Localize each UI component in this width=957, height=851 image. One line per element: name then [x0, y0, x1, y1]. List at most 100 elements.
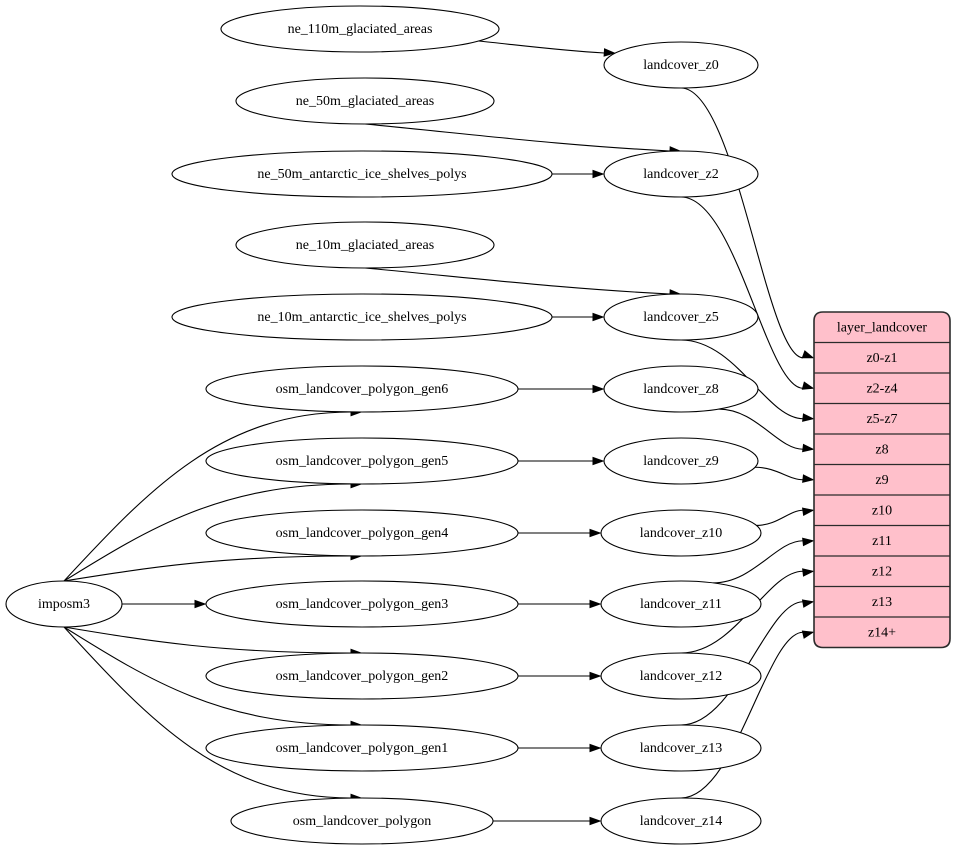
node-label: landcover_z8 [643, 382, 718, 397]
edge-imposm3-to-osm_landcover_polygon_gen4 [63, 551, 363, 582]
edge-landcover_z14-to-z14+ [680, 630, 815, 799]
edges-layer [63, 40, 815, 826]
edge-osm_landcover_polygon_gen3-to-landcover_z11 [518, 599, 602, 609]
edge-ne_110m_glaciated_areas-to-landcover_z0 [478, 40, 616, 57]
node-landcover_z0[interactable]: landcover_z0 [603, 41, 759, 89]
edge-osm_landcover_polygon_gen6-to-landcover_z8 [518, 384, 605, 394]
node-label: landcover_z2 [643, 167, 718, 182]
edge-line [712, 540, 804, 584]
edge-line [680, 87, 804, 359]
node-osm_landcover_polygon_gen1[interactable]: osm_landcover_polygon_gen1 [205, 724, 519, 772]
record-row-label: z2-z4 [866, 381, 897, 396]
node-label: osm_landcover_polygon_gen3 [276, 597, 449, 612]
edge-line [478, 40, 605, 54]
edge-arrowhead [802, 443, 815, 453]
record-table-background [814, 312, 950, 648]
node-label: osm_landcover_polygon [293, 814, 431, 829]
record-row-label: z11 [872, 534, 892, 549]
edge-ne_10m_antarctic_ice_shelves_polys-to-landcover_z5 [552, 312, 605, 322]
edge-osm_landcover_polygon_gen5-to-landcover_z9 [518, 456, 605, 466]
node-osm_landcover_polygon_gen6[interactable]: osm_landcover_polygon_gen6 [205, 365, 519, 413]
edge-arrowhead [801, 599, 815, 608]
record-row-z11[interactable]: z11 [814, 524, 950, 549]
node-landcover_z11[interactable]: landcover_z11 [600, 580, 762, 628]
record-header-label: layer_landcover [837, 320, 928, 335]
landcover-node-shape [600, 580, 762, 628]
node-label: landcover_z11 [640, 597, 722, 612]
node-label: osm_landcover_polygon_gen4 [276, 526, 449, 541]
edge-arrowhead [802, 413, 815, 422]
node-landcover_z5[interactable]: landcover_z5 [603, 293, 759, 341]
node-osm_landcover_polygon_gen5[interactable]: osm_landcover_polygon_gen5 [205, 437, 519, 485]
node-label: osm_landcover_polygon_gen5 [276, 454, 449, 469]
node-imposm3[interactable]: imposm3 [5, 580, 123, 628]
edge-line [63, 411, 352, 582]
node-osm_landcover_polygon_gen2[interactable]: osm_landcover_polygon_gen2 [205, 652, 519, 700]
landcover-node-shape [600, 509, 762, 557]
node-landcover_z10[interactable]: landcover_z10 [600, 509, 762, 557]
node-landcover_z12[interactable]: landcover_z12 [600, 652, 762, 700]
osm-table-node-shape [205, 437, 519, 485]
landcover-node-shape [603, 150, 759, 198]
edge-arrowhead [603, 48, 616, 57]
record-row-label: z13 [872, 595, 892, 610]
node-label: ne_10m_glaciated_areas [296, 238, 434, 253]
node-osm_landcover_polygon_gen4[interactable]: osm_landcover_polygon_gen4 [205, 509, 519, 557]
record-row-z12[interactable]: z12 [814, 555, 950, 579]
record-row-label: z10 [872, 503, 892, 518]
node-label: ne_50m_antarctic_ice_shelves_polys [257, 167, 466, 182]
osm-table-node-shape [205, 724, 519, 772]
edge-imposm3-to-osm_landcover_polygon_gen3 [122, 599, 207, 609]
record-table-outline [813, 311, 951, 649]
edge-ne_50m_antarctic_ice_shelves_polys-to-landcover_z2 [552, 169, 605, 179]
osm-table-node-shape [205, 365, 519, 413]
node-ne_10m_glaciated_areas[interactable]: ne_10m_glaciated_areas [235, 221, 495, 269]
node-landcover_z14[interactable]: landcover_z14 [600, 797, 762, 845]
node-ne_110m_glaciated_areas[interactable]: ne_110m_glaciated_areas [220, 5, 500, 53]
record-row-z2-z4[interactable]: z2-z4 [814, 372, 950, 396]
record-row-z14+[interactable]: z14+ [814, 616, 950, 640]
edge-osm_landcover_polygon-to-landcover_z14 [493, 816, 602, 826]
record-row-z8[interactable]: z8 [814, 433, 950, 457]
edge-arrowhead [589, 816, 602, 826]
osm-table-node-shape [205, 580, 519, 628]
node-landcover_z8[interactable]: landcover_z8 [603, 365, 759, 413]
node-osm_landcover_polygon_gen3[interactable]: osm_landcover_polygon_gen3 [205, 580, 519, 628]
osm-table-node-shape [205, 652, 519, 700]
osm-table-node-shape [230, 797, 494, 845]
edge-osm_landcover_polygon_gen4-to-landcover_z10 [518, 528, 602, 538]
edge-arrowhead [592, 169, 605, 179]
record-row-z13[interactable]: z13 [814, 585, 950, 610]
node-ne_50m_glaciated_areas[interactable]: ne_50m_glaciated_areas [235, 77, 495, 125]
landcover-node-shape [603, 41, 759, 89]
edge-landcover_z8-to-z8 [718, 408, 815, 453]
node-osm_landcover_polygon[interactable]: osm_landcover_polygon [230, 797, 494, 845]
edge-line [63, 626, 352, 654]
node-landcover_z13[interactable]: landcover_z13 [600, 724, 762, 772]
node-landcover_z9[interactable]: landcover_z9 [603, 437, 759, 485]
record-row-z0-z1[interactable]: z0-z1 [814, 341, 950, 366]
edge-line [63, 483, 352, 582]
edge-line [364, 267, 671, 295]
node-landcover_z2[interactable]: landcover_z2 [603, 150, 759, 198]
node-label: ne_110m_glaciated_areas [288, 22, 433, 37]
edge-line [756, 509, 804, 526]
record-row-z9[interactable]: z9 [814, 463, 950, 488]
node-ne_50m_antarctic_ice_shelves_polys[interactable]: ne_50m_antarctic_ice_shelves_polys [171, 150, 553, 198]
record-row-label: z9 [875, 473, 888, 488]
edge-arrowhead [802, 568, 815, 577]
record-row-label: z14+ [868, 625, 896, 640]
record-row-z5-z7[interactable]: z5-z7 [814, 402, 950, 427]
edge-arrowhead [589, 599, 602, 609]
edge-line [680, 631, 804, 799]
edge-landcover_z9-to-z9 [755, 466, 815, 483]
edge-line [63, 555, 352, 582]
edge-arrowhead [592, 384, 605, 394]
edge-line [364, 123, 671, 152]
node-label: osm_landcover_polygon_gen2 [276, 669, 449, 684]
record-row-label: z5-z7 [866, 412, 897, 427]
node-label: ne_10m_antarctic_ice_shelves_polys [257, 310, 466, 325]
record-row-z10[interactable]: z10 [814, 494, 950, 518]
node-ne_10m_antarctic_ice_shelves_polys[interactable]: ne_10m_antarctic_ice_shelves_polys [171, 293, 553, 341]
